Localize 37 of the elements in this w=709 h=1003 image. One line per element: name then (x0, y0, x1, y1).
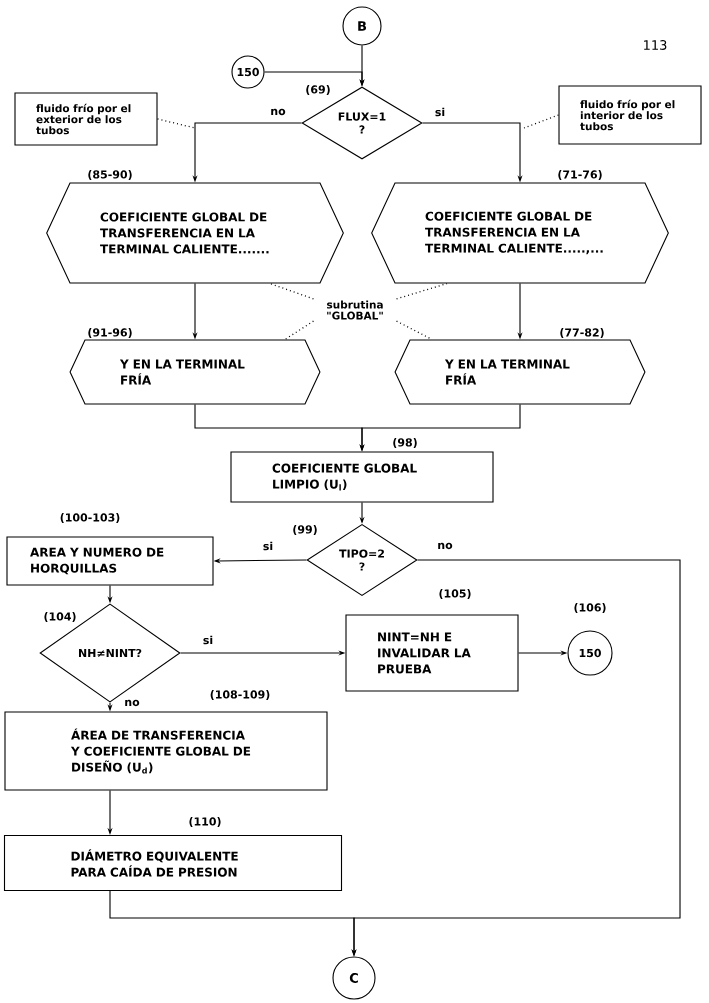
edge-label: no (436, 541, 454, 551)
hexagon-box: COEFICIENTE GLOBAL DE TRANSFERENCIA EN LA TERMINAL CALIENTE.....,... (371, 182, 669, 284)
step-number: (105) (439, 589, 471, 599)
leader-line (395, 282, 448, 300)
step-number: (100-103) (60, 513, 120, 523)
note-box: fluido frío por el interior de los tubos (558, 85, 702, 145)
step-number: (98) (393, 438, 417, 448)
edge-label: no (269, 107, 287, 117)
hexagon-box: Y EN LA TERMINAL FRÍA (69, 339, 321, 405)
step-number: (104) (44, 612, 76, 622)
process-box: AREA Y NUMERO DE HORQUILLAS (6, 536, 214, 586)
step-number: (85-90) (88, 170, 132, 180)
step-number: (106) (574, 603, 606, 613)
leader-line (269, 282, 315, 300)
step-number: (71-76) (558, 170, 602, 180)
leader-line (523, 114, 560, 129)
step-number: (99) (293, 525, 317, 535)
process-box: DIÁMETRO EQUIVALENTE PARA CAÍDA DE PRESION (3, 834, 343, 892)
leader-line (156, 118, 196, 129)
edge-label: si (261, 540, 275, 552)
process-box: NINT=NH E INVALIDAR LA PRUEBA (345, 614, 519, 692)
step-number: (108-109) (210, 690, 270, 700)
step-number: (91-96) (88, 328, 132, 338)
hexagon-box: Y EN LA TERMINAL FRÍA (394, 339, 646, 405)
step-number: (69) (306, 85, 330, 95)
step-number: (110) (189, 817, 221, 827)
leader-line (284, 320, 315, 341)
leader-line (395, 320, 433, 341)
page-number: 113 (644, 40, 667, 50)
edge-label: si (201, 634, 215, 646)
annotation-text: subrutina "GLOBAL" (327, 300, 383, 320)
note-box: fluido frío por el exterior de los tubos (14, 92, 158, 146)
edge-label: si (433, 106, 447, 118)
process-box: COEFICIENTE GLOBAL LIMPIO (U$_{l}$) (230, 451, 494, 503)
step-number: (77-82) (560, 328, 604, 338)
process-box: ÁREA DE TRANSFERENCIA Y COEFICIENTE GLOBAL DE DISEÑO (U$_{d}$) (4, 711, 328, 791)
hexagon-box: COEFICIENTE GLOBAL DE TRANSFERENCIA EN LA TERMINAL CALIENTE....... (46, 182, 344, 284)
